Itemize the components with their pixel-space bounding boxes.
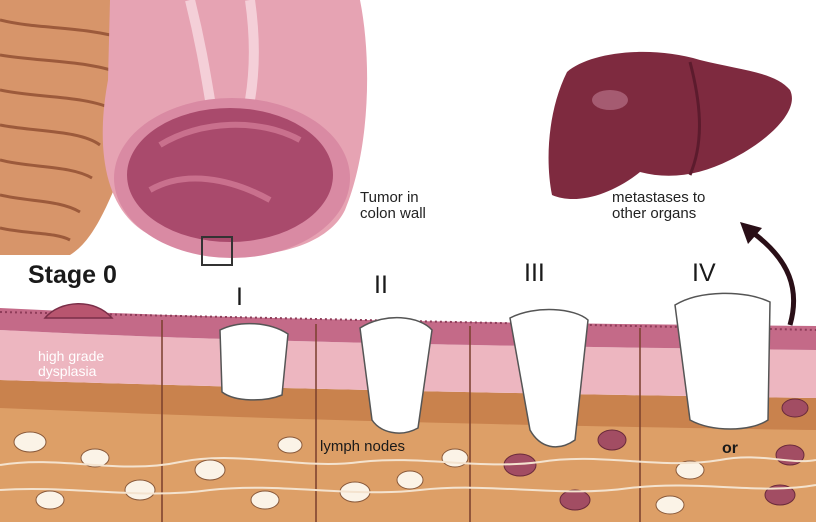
- stage-2-label: II: [374, 272, 388, 298]
- colon-wall-cross-section: [0, 293, 816, 522]
- metastases-caption: metastases to other organs: [612, 190, 705, 222]
- dysplasia-caption: high grade dysplasia: [38, 349, 104, 378]
- lymph-nodes-label: lymph nodes: [320, 439, 405, 455]
- tumor-caption-line1: Tumor in: [360, 190, 426, 206]
- dysplasia-caption-line2: dysplasia: [38, 364, 104, 379]
- liver: [549, 52, 792, 199]
- tumor-stage-4: [675, 293, 770, 429]
- metastasis-arrowhead: [740, 222, 762, 244]
- stage-0-label: Stage 0: [28, 262, 117, 288]
- stage-1-label: I: [236, 284, 243, 310]
- or-label: or: [722, 441, 738, 458]
- colon-lumen: [127, 108, 333, 242]
- stage-3-label: III: [524, 260, 545, 286]
- dysplasia-lesion: [45, 304, 112, 318]
- metastases-caption-line1: metastases to: [612, 190, 705, 206]
- stage-4-label: IV: [692, 260, 716, 286]
- tumor-stage-1: [220, 324, 288, 400]
- tumor-caption: Tumor in colon wall: [360, 190, 426, 222]
- colon-illustration: [0, 0, 367, 265]
- metastases-caption-line2: other organs: [612, 206, 705, 222]
- tumor-caption-line2: colon wall: [360, 206, 426, 222]
- dysplasia-caption-line1: high grade: [38, 349, 104, 364]
